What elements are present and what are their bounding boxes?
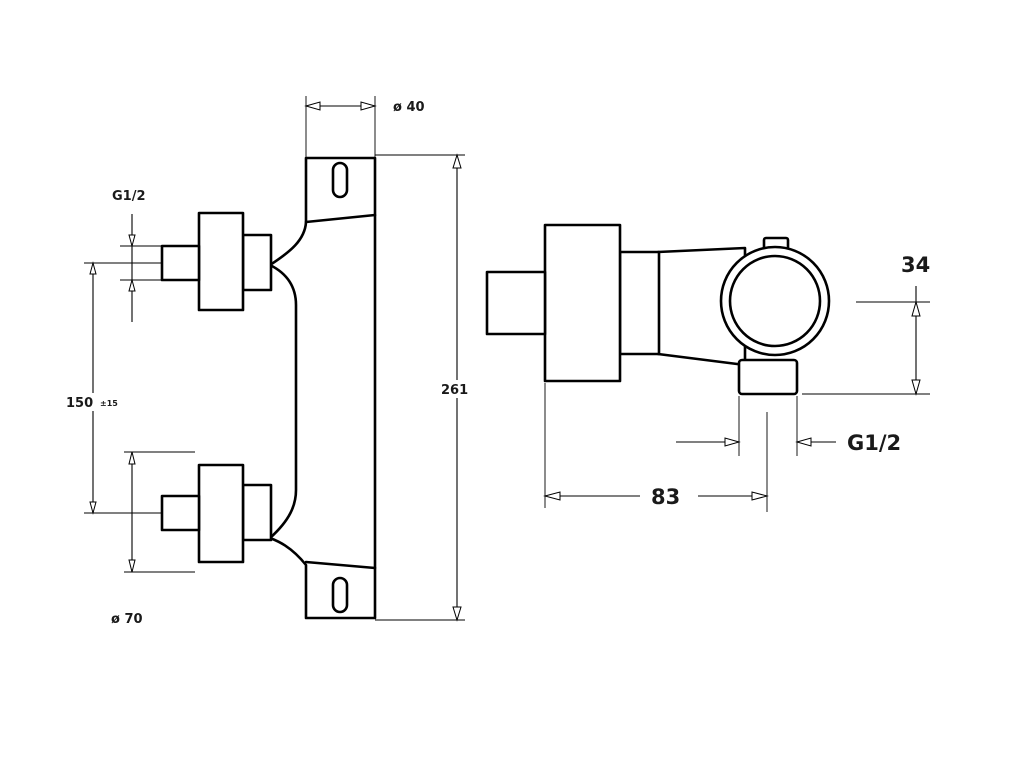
front-sleeve (618, 250, 661, 356)
mixer-body-outline (268, 156, 377, 620)
upper-inlet (160, 211, 273, 312)
dim-arrow (360, 101, 377, 111)
dim-arrow (128, 234, 136, 248)
bracket-bottom-separator (304, 560, 377, 570)
bracket-top-separator (304, 213, 377, 224)
dim-arrow (911, 379, 921, 396)
dim-arrow (751, 491, 769, 501)
dim-arrow (128, 451, 136, 465)
dim-arrow (452, 153, 462, 169)
dim-diameter-body: ø 40 (304, 96, 425, 158)
label-thread-top: G1/2 (112, 189, 146, 204)
dim-thread-outlet: G1/2 (676, 396, 901, 512)
dim-arrow (795, 437, 812, 447)
dim-thread-top: G1/2 (112, 189, 162, 322)
upper-inlet-nut (197, 211, 245, 312)
label-thread-outlet: G1/2 (847, 431, 901, 455)
front-spindle (485, 270, 547, 336)
dim-height: 261 (375, 153, 468, 622)
lower-inlet-nut (197, 463, 245, 564)
dim-depth: 34 (802, 253, 930, 396)
dim-arrow (128, 559, 136, 573)
label-depth: 34 (901, 253, 930, 277)
lower-inlet-collar (241, 483, 273, 542)
dim-arrow (89, 501, 97, 515)
upper-inlet-thread (160, 244, 201, 282)
bracket-top-slot (331, 161, 349, 199)
side-view: ø 40 261 G1/2 1 (62, 96, 468, 627)
dim-arrow (452, 606, 462, 622)
mixer-body (268, 156, 377, 620)
bottom-outlet (737, 358, 799, 396)
dim-arrow (911, 300, 921, 317)
lower-inlet-thread (160, 494, 201, 532)
dim-arrow (304, 101, 321, 111)
label-spacing: 150 (66, 396, 93, 411)
dim-spacing: 150 ±15 (62, 261, 162, 515)
dim-width: 83 (543, 383, 769, 509)
label-width: 83 (651, 485, 680, 509)
dim-arrow (543, 491, 561, 501)
dim-diameter-flange: ø 70 (111, 451, 195, 627)
label-spacing-tolerance: ±15 (100, 399, 118, 408)
dial-inner (728, 254, 822, 348)
front-view: 34 G1/2 83 (485, 223, 930, 512)
front-nut (543, 223, 622, 383)
dim-arrow (89, 261, 97, 275)
bracket-bottom-slot (331, 576, 349, 614)
lower-inlet (160, 463, 273, 564)
dim-arrow (128, 278, 136, 292)
label-height: 261 (441, 383, 468, 398)
label-diameter-body: ø 40 (393, 100, 425, 115)
dim-arrow (724, 437, 741, 447)
label-diameter-flange: ø 70 (111, 612, 143, 627)
upper-inlet-collar (241, 233, 273, 292)
